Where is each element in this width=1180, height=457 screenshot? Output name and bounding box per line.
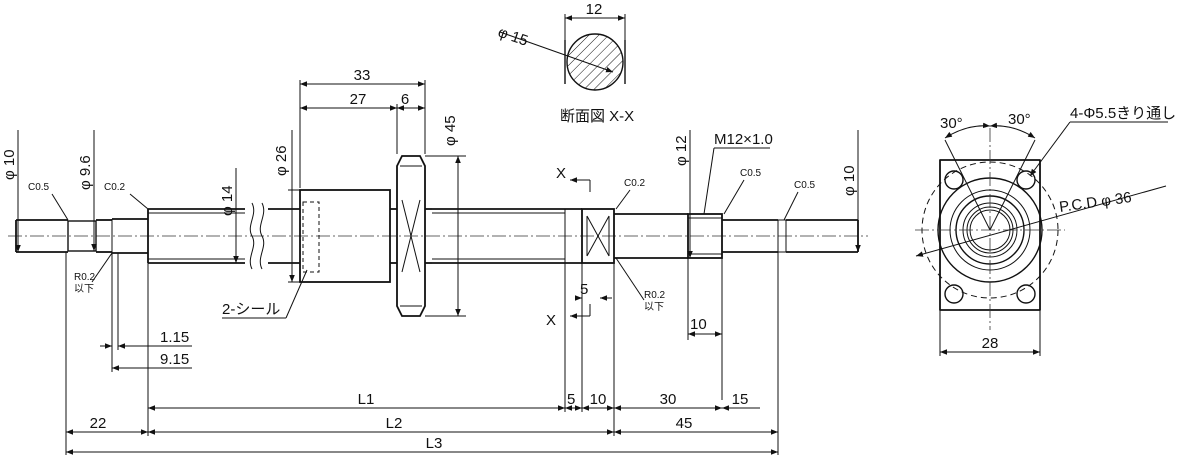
section-marks: X X [546, 165, 591, 329]
dim-10-thread: 10 [690, 316, 707, 333]
chamfer-c05-left: C0.5 [28, 182, 50, 193]
groove-dia-dim: φ 9.6 [77, 155, 94, 190]
dim-15: 15 [732, 391, 749, 408]
bottom-dimensions: L1 5 10 30 15 22 L2 45 L3 [65, 252, 779, 455]
mount-hole-tl [944, 170, 964, 190]
section-mark-top: X [556, 165, 566, 182]
radius-right-sub: 以下 [644, 302, 664, 313]
dim-1-15: 1.15 [160, 329, 189, 346]
seal-note: 2-シール [222, 301, 280, 318]
chamfer-c02-mid: C0.2 [624, 178, 646, 189]
flange-thickness-6: 6 [401, 91, 409, 108]
section-dia-dim: φ 15 [496, 24, 530, 50]
chamfer-c05-mid: C0.5 [740, 168, 762, 179]
dim-45: 45 [676, 415, 693, 432]
dim-9-15: 9.15 [160, 351, 189, 368]
flange-end-view: 30° 30° 4-Φ5.5きり通し P.C.D φ 36 28 [915, 105, 1176, 356]
hole-callout: 4-Φ5.5きり通し [1070, 105, 1176, 122]
section-mark-bottom: X [546, 312, 556, 329]
ball-nut [299, 155, 432, 317]
radius-left-sub: 以下 [74, 284, 94, 295]
nut-dimensions: 33 27 6 φ 45 φ 26 φ 14 2-シール [219, 67, 466, 319]
left-end-dimensions: φ 10 φ 9.6 C0.5 C0.2 R0.2 以下 [1, 130, 149, 295]
seal-dia-dim: φ 26 [273, 145, 290, 176]
dim-L3: L3 [426, 435, 443, 452]
thread-spec: M12×1.0 [714, 131, 773, 148]
mount-hole-bl [944, 284, 964, 304]
radius-left: R0.2 [74, 272, 96, 283]
dim-22: 22 [90, 415, 107, 432]
chamfer-c05-right: C0.5 [794, 180, 816, 191]
section-title: 断面図 X-X [560, 108, 634, 125]
dim-30: 30 [660, 391, 677, 408]
dim-L1: L1 [358, 391, 375, 408]
thread-dia-dim: φ 14 [219, 185, 236, 216]
mount-hole-tr [1016, 170, 1036, 190]
flange-width-28: 28 [982, 335, 999, 352]
section-flat-dim: 12 [586, 1, 603, 18]
dim-L2: L2 [386, 415, 403, 432]
section-circle [566, 33, 624, 91]
bearing-seat-dimensions: C0.2 R0.2 以下 5 φ 12 M12×1.0 C0.5 C0.5 φ … [575, 130, 861, 400]
neck-dia-dim: φ 12 [673, 135, 690, 166]
left-end-dia-dim: φ 10 [1, 149, 18, 180]
angle-left: 30° [940, 115, 963, 132]
dim-5: 5 [567, 391, 575, 408]
dim-10: 10 [590, 391, 607, 408]
angle-right: 30° [1008, 111, 1031, 128]
flange-dia-dim: φ 45 [442, 115, 459, 146]
right-end-dia-dim: φ 10 [841, 165, 858, 196]
shaft [15, 202, 859, 270]
mount-hole-br [1016, 284, 1036, 304]
chamfer-c02-left: C0.2 [104, 182, 126, 193]
nut-length-27: 27 [350, 91, 367, 108]
radius-right: R0.2 [644, 290, 666, 301]
groove-position-dimensions: 1.15 9.15 [100, 253, 192, 372]
section-view: 12 φ 15 断面図 X-X [496, 1, 634, 125]
pcd-callout: P.C.D φ 36 [1058, 189, 1132, 216]
nut-length-33: 33 [354, 67, 371, 84]
dim-5-small: 5 [580, 281, 588, 298]
